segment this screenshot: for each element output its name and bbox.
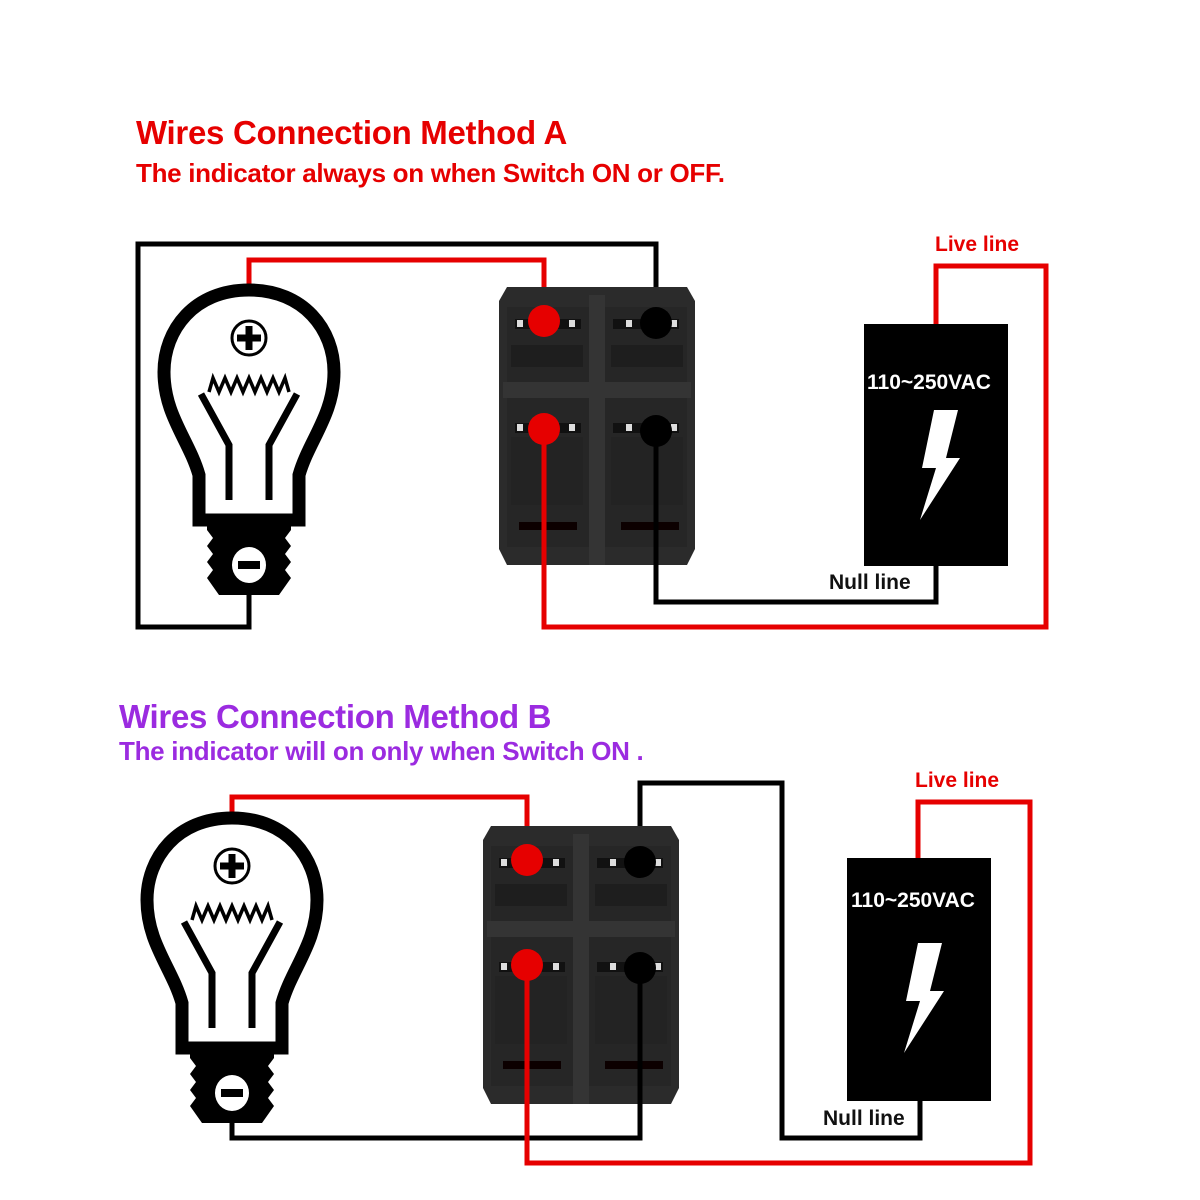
terminal-red [511,949,543,981]
terminal-red [528,305,560,337]
method-b-diagram [147,780,1033,1166]
terminal-black [624,952,656,984]
method-a-live-label: Live line [935,233,1020,256]
method-b-title: Wires Connection Method B [119,698,552,735]
terminal-black [640,307,672,339]
method-b-null-wire-switch [637,780,923,1141]
terminal-red [511,844,543,876]
light-bulb-icon [164,290,334,595]
method-b-subtitle: The indicator will on only when Switch O… [119,736,644,766]
method-a-null-wire-bulb [135,241,659,630]
method-a-title: Wires Connection Method A [136,114,567,151]
method-a-diagram [135,241,1049,630]
method-b-power-label: 110~250VAC [851,889,975,912]
method-a-null-wire-switch [653,432,939,605]
terminal-red [528,413,560,445]
method-a-subtitle: The indicator always on when Switch ON o… [136,158,725,188]
method-a-live-wire-switch [541,263,1049,630]
terminal-black [624,846,656,878]
method-b-live-wire-switch [524,799,1033,1166]
method-a-null-label: Null line [829,571,911,594]
terminal-black [640,415,672,447]
method-a-power-label: 110~250VAC [867,371,991,394]
method-b-null-label: Null line [823,1107,905,1130]
light-bulb-icon [147,818,317,1123]
method-b-live-label: Live line [915,769,1000,792]
